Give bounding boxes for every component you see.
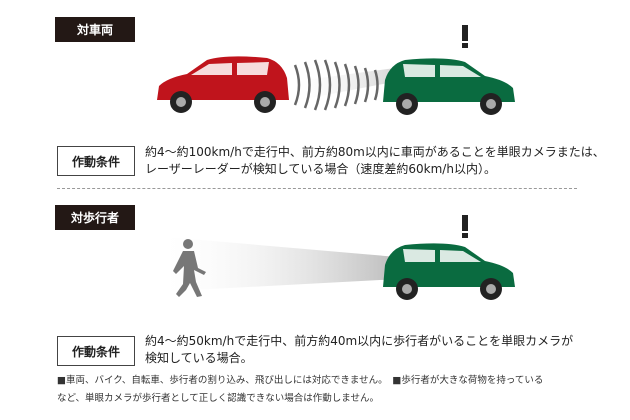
red-car-icon	[157, 56, 289, 113]
pedestrian-section-tag: 対歩行者	[55, 205, 135, 230]
condition-line: 約4～約100km/hで走行中、前方約80m以内に車両があることを単眼カメラまた…	[145, 145, 605, 159]
condition-line: レーザーレーダーが検知している場合（速度差約60km/h以内）。	[145, 162, 496, 176]
camera-beam	[155, 236, 455, 292]
note-line: など、単眼カメラが歩行者として正しく認識できない場合は作動しません。	[57, 393, 379, 404]
notes: ■車両、バイク、自転車、歩行者の割り込み、飛び出しには対応できません。 ■歩行者…	[57, 372, 543, 408]
green-car-icon	[383, 58, 515, 115]
condition-label: 作動条件	[57, 336, 135, 366]
radar-waves-icon	[293, 59, 379, 111]
section-divider	[57, 188, 577, 189]
pedestrian-condition-text: 約4～約50km/hで走行中、前方約40m以内に歩行者がいることを単眼カメラが …	[145, 333, 573, 367]
note-line: ■車両、バイク、自転車、歩行者の割り込み、飛び出しには対応できません。 ■歩行者…	[57, 375, 544, 386]
condition-line: 検知している場合。	[145, 351, 253, 365]
warning-exclamation-icon	[462, 215, 468, 238]
vehicle-condition-text: 約4～約100km/hで走行中、前方約80m以内に車両があることを単眼カメラまた…	[145, 144, 605, 178]
warning-exclamation-icon	[462, 25, 468, 48]
green-car-icon	[383, 243, 515, 300]
condition-label: 作動条件	[57, 146, 135, 176]
vehicle-section-tag: 対車両	[55, 17, 135, 42]
pedestrian-icon	[173, 239, 206, 297]
condition-line: 約4～約50km/hで走行中、前方約40m以内に歩行者がいることを単眼カメラが	[145, 334, 574, 348]
